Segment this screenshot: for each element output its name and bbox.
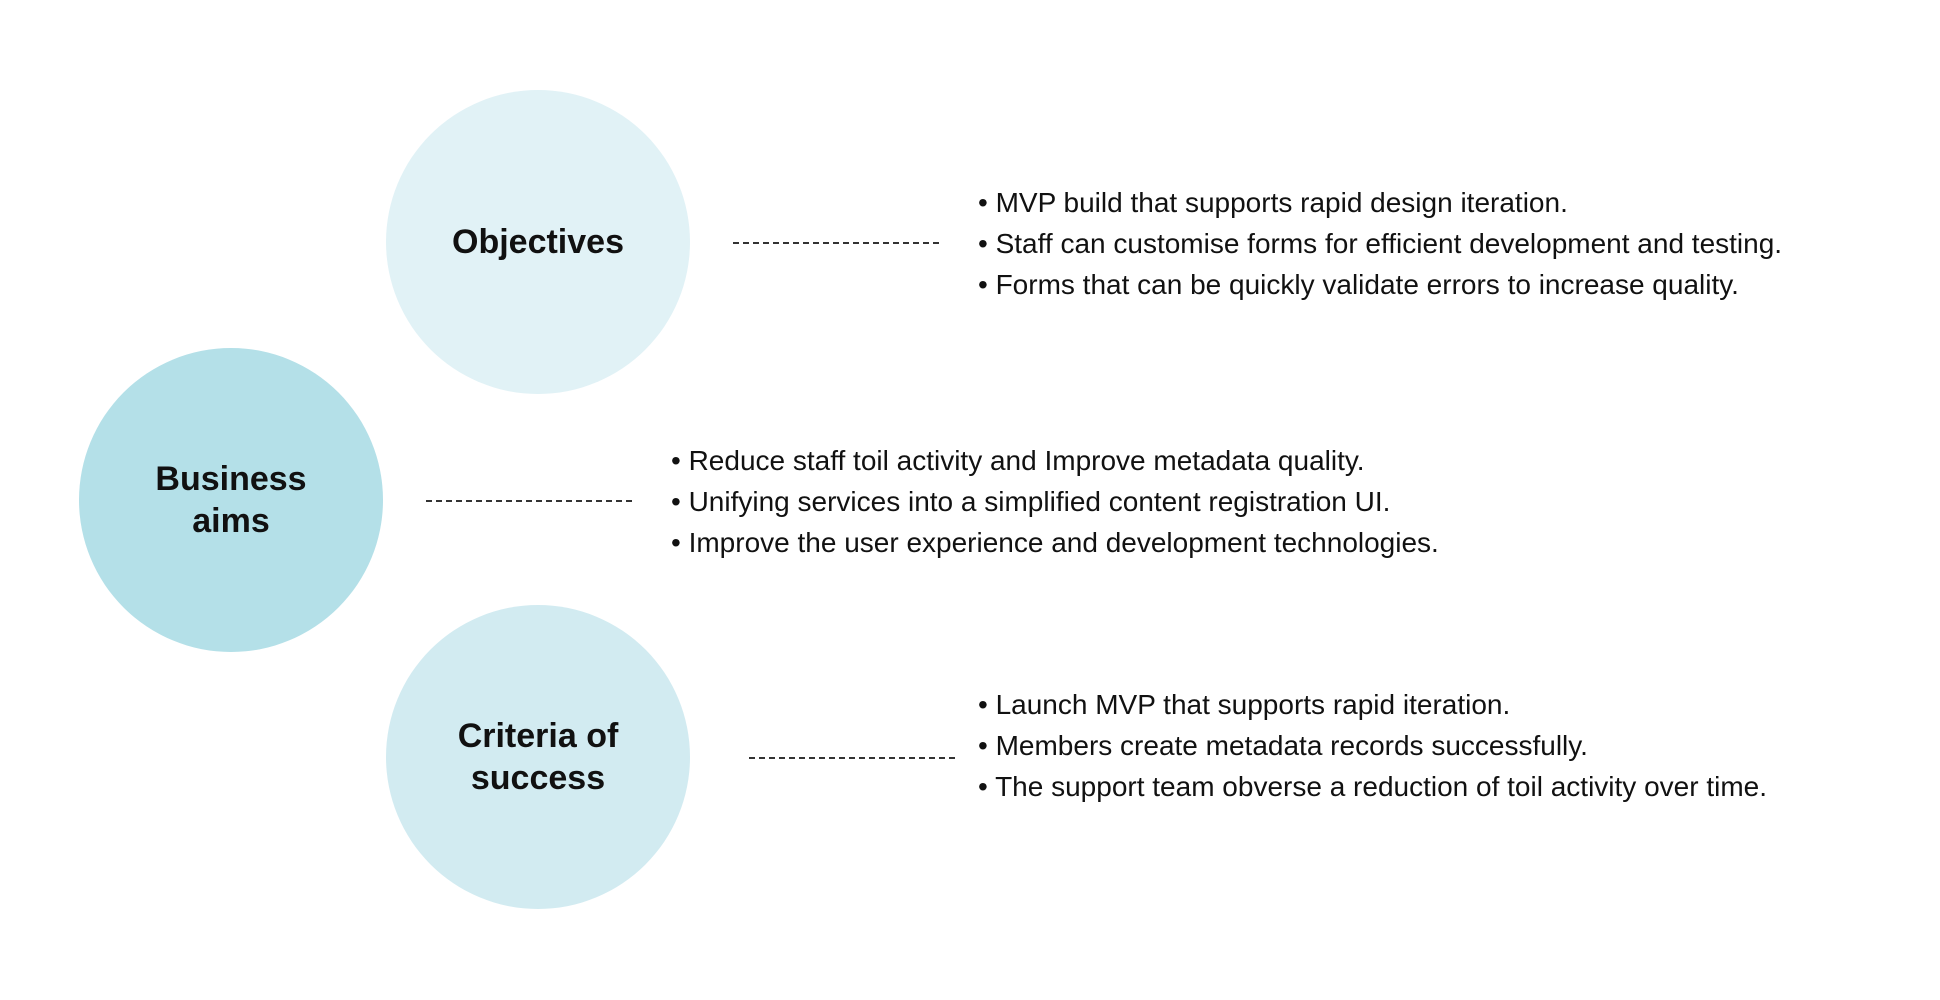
list-item: • Members create metadata records succes…	[978, 730, 1588, 761]
criteria-of-success-bullet-list: • Launch MVP that supports rapid iterati…	[978, 684, 1767, 807]
list-item: • Launch MVP that supports rapid iterati…	[978, 689, 1511, 720]
business-aims-circle: Business aims	[79, 348, 383, 652]
list-item: • Improve the user experience and develo…	[671, 527, 1439, 558]
objectives-label: Objectives	[452, 223, 624, 261]
list-item: • MVP build that supports rapid design i…	[978, 187, 1568, 218]
list-item: • Reduce staff toil activity and Improve…	[671, 445, 1365, 476]
list-item: • The support team obverse a reduction o…	[978, 771, 1767, 802]
criteria-of-success-connector	[749, 757, 955, 759]
objectives-circle: Objectives	[386, 90, 690, 394]
business-aims-connector	[426, 500, 632, 502]
list-item: • Staff can customise forms for efficien…	[978, 228, 1783, 259]
list-item: • Forms that can be quickly validate err…	[978, 269, 1739, 300]
list-item: • Unifying services into a simplified co…	[671, 486, 1391, 517]
criteria-of-success-circle: Criteria of success	[386, 605, 690, 909]
business-aims-bullet-list: • Reduce staff toil activity and Improve…	[671, 440, 1439, 563]
objectives-bullet-list: • MVP build that supports rapid design i…	[978, 182, 1782, 305]
objectives-connector	[733, 242, 939, 244]
business-aims-label: Business aims	[155, 460, 307, 540]
criteria-of-success-label: Criteria of success	[457, 717, 619, 797]
